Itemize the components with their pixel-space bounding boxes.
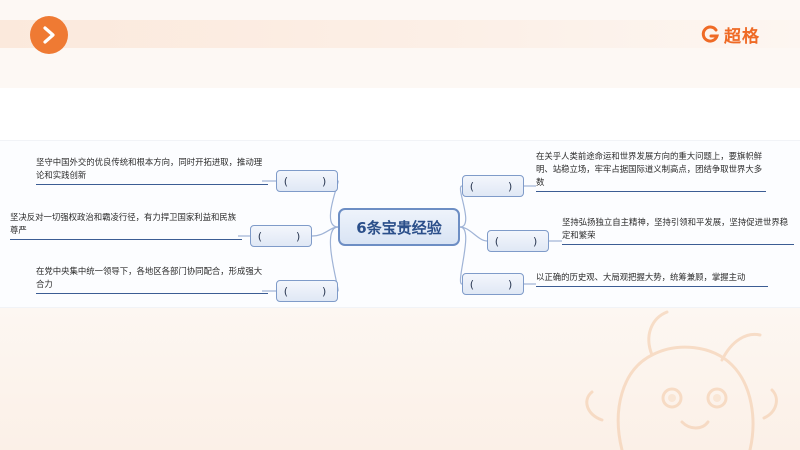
brand-name: 超格 (724, 26, 760, 47)
leaf-left-1: 坚守中国外交的优良传统和根本方向，同时开拓进取，推动理论和实践创新 (36, 156, 268, 185)
blank-node-right-2: ( ) (487, 230, 549, 252)
brand-g-logo-icon (701, 25, 720, 43)
content-band (0, 88, 800, 140)
leaf-right-2: 坚持弘扬独立自主精神，坚持引领和平发展，坚持促进世界稳定和繁荣 (562, 216, 794, 245)
header-strip (0, 20, 800, 48)
leaf-right-3: 以正确的历史观、大局观把握大势，统筹兼顾，掌握主动 (536, 271, 768, 287)
leaf-right-1: 在关乎人类前途命运和世界发展方向的重大问题上，要旗帜鲜明、站稳立场，牢牢占据国际… (536, 150, 766, 192)
bottom-band (0, 308, 800, 450)
mascot-watermark-icon (585, 310, 778, 450)
leaf-left-3: 在党中央集中统一领导下，各地区各部门协同配合，形成强大合力 (36, 265, 268, 294)
blank-node-right-1: ( ) (462, 175, 524, 197)
blank-node-left-2: ( ) (250, 225, 312, 247)
chevron-right-icon (43, 26, 55, 44)
blank-node-right-3: ( ) (462, 273, 524, 295)
blank-node-left-3: ( ) (276, 280, 338, 302)
blank-node-left-1: ( ) (276, 170, 338, 192)
leaf-left-2: 坚决反对一切强权政治和霸凌行径，有力捍卫国家利益和民族尊严 (10, 211, 242, 240)
mindmap-center-node: 6条宝贵经验 (338, 208, 460, 246)
brand-logo: 超格 (700, 20, 760, 48)
next-slide-button[interactable] (30, 16, 68, 54)
